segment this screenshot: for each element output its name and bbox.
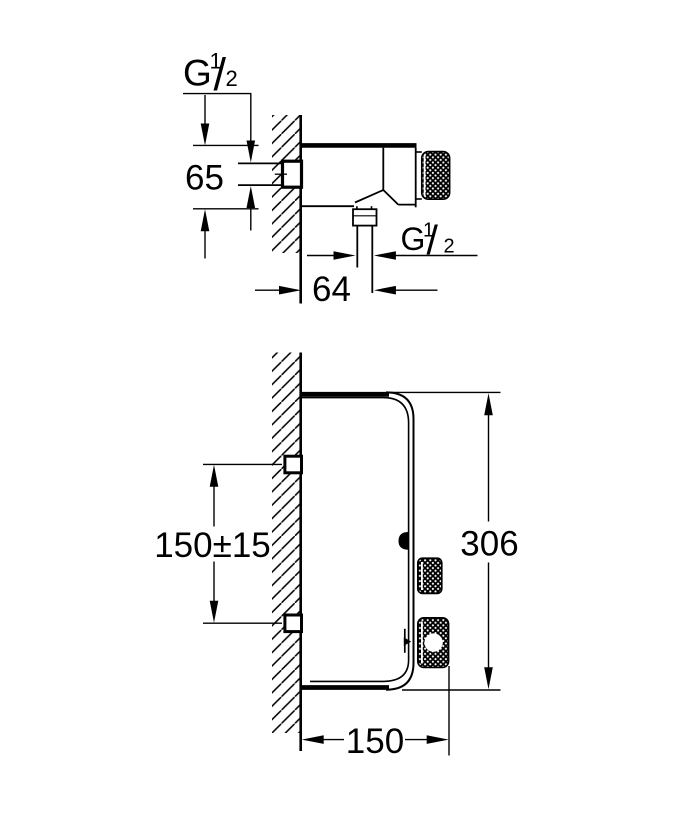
body-corner-top-right xyxy=(385,391,415,420)
temperature-knob-knurled xyxy=(420,150,451,201)
dim-64-label: 64 xyxy=(312,270,351,309)
dim-outlet-thread: G 1 / 2 xyxy=(307,217,478,263)
dim-65-label: 65 xyxy=(185,159,224,198)
upper-view: G 1 / 2 65 G xyxy=(183,49,478,309)
wall-section-upper xyxy=(272,115,303,304)
arrow-left-pipe-right xyxy=(373,251,396,260)
push-arrow-head xyxy=(403,637,412,646)
arrow-left-pipe-ext xyxy=(373,285,396,295)
wall-section-lower xyxy=(272,352,303,751)
outlet-thread-slash: / xyxy=(427,217,439,263)
dim-inlet-thread: G 1 / 2 xyxy=(183,49,256,231)
lower-view: 150±15 306 150 xyxy=(154,352,519,761)
dim-body-height: 65 xyxy=(185,144,259,259)
dim-connection-distance: 150±15 xyxy=(154,463,282,624)
arrow-up-connector-upper xyxy=(209,464,219,487)
dim-overall-height: 306 xyxy=(389,391,519,691)
inlet-thread-slash: / xyxy=(214,49,227,100)
smartcontrol-knob-circle xyxy=(424,633,443,652)
inlet-thread-denominator: 2 xyxy=(226,66,238,91)
arrow-up-body-bottom xyxy=(200,209,210,232)
arrow-down-pipe-top xyxy=(246,140,256,163)
dim-overall-depth: 150 xyxy=(301,666,450,761)
dim-64: 64 xyxy=(255,270,438,309)
thermostat-body xyxy=(283,391,450,691)
smartcontrol-button-upper xyxy=(416,557,443,595)
body-facet-lines xyxy=(354,147,416,206)
arrow-up-pipe-bottom xyxy=(246,186,256,208)
inlet-thread-numerator: 1 xyxy=(210,49,222,74)
mixer-body-side xyxy=(238,143,451,293)
outlet-thread-g: G xyxy=(401,221,426,257)
arrow-down-bottom-edge xyxy=(484,667,493,690)
arrow-right-knob-edge xyxy=(426,735,449,744)
mounting-connector-upper xyxy=(283,454,303,475)
body-inner-outline xyxy=(301,396,410,683)
arrow-down-connector-lower xyxy=(209,600,219,623)
arrow-right-pipe-left xyxy=(333,251,356,260)
body-corner-bottom-right xyxy=(385,662,415,691)
outlet-thread-numerator: 1 xyxy=(423,220,434,242)
inlet-thread-g: G xyxy=(183,53,212,94)
push-arrow-icon xyxy=(403,628,412,653)
dim-306-label: 306 xyxy=(460,525,518,564)
wall-hatch-lower xyxy=(272,352,301,733)
mounting-connector-lower xyxy=(283,613,303,634)
dim-150-15-label: 150±15 xyxy=(154,526,271,565)
outlet-thread-denominator: 2 xyxy=(444,236,455,258)
arrow-down-body-top xyxy=(200,123,210,146)
arrow-up-top-edge xyxy=(484,393,493,416)
arrow-right-wall xyxy=(279,285,301,295)
outlet-nut xyxy=(352,208,378,227)
arrow-left-wall-lower xyxy=(301,735,324,744)
pause-indicator xyxy=(398,532,409,550)
dim-150-label: 150 xyxy=(346,722,404,761)
